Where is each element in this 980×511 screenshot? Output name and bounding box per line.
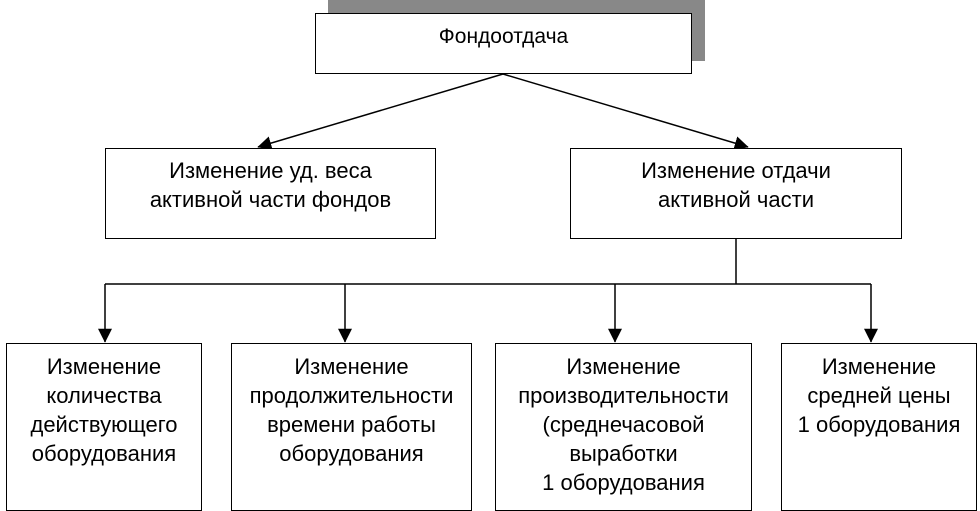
bottom-node-line: 1 оборудования [542, 470, 705, 495]
mid-right-node-line-2: активной части [657, 187, 814, 212]
bottom-node-line: Изменение [566, 354, 681, 379]
mid-left-node: Изменение уд. веса активной части фондов [105, 148, 436, 239]
bottom-node-average-price: Изменение средней цены 1 оборудования [781, 343, 977, 511]
bottom-node-line: 1 оборудования [797, 412, 961, 437]
arrow-root-to-mid-right [502, 73, 749, 150]
root-node: Фондоотдача [315, 13, 692, 74]
mid-left-node-line-1: Изменение уд. веса [169, 158, 372, 183]
bottom-node-line: (среднечасовой [542, 412, 705, 437]
bottom-node-equipment-count: Изменение количества действующего оборуд… [6, 343, 202, 511]
bottom-node-line: действующего [30, 412, 178, 437]
bottom-node-line: оборудования [279, 441, 424, 466]
bottom-node-operating-time: Изменение продолжительности времени рабо… [231, 343, 472, 511]
bottom-node-line: выработки [569, 441, 678, 466]
bottom-node-line: времени работы [267, 412, 436, 437]
bottom-node-line: средней цены [807, 383, 951, 408]
bottom-node-line: Изменение [294, 354, 409, 379]
mid-left-node-line-2: активной части фондов [149, 187, 392, 212]
bottom-node-line: Изменение [46, 354, 162, 379]
arrow-root-to-mid-left [257, 73, 504, 150]
bottom-node-line: производительности [518, 383, 729, 408]
mid-right-node: Изменение отдачи активной части [570, 148, 902, 239]
mid-right-node-line-1: Изменение отдачи [641, 158, 831, 183]
bottom-node-line: количества [46, 383, 162, 408]
bottom-node-line: Изменение [821, 354, 937, 379]
bottom-node-line: оборудования [31, 441, 177, 466]
bottom-node-line: продолжительности [249, 383, 454, 408]
bottom-node-productivity: Изменение производительности (среднечасо… [495, 343, 752, 511]
root-node-label: Фондоотдача [438, 25, 569, 48]
